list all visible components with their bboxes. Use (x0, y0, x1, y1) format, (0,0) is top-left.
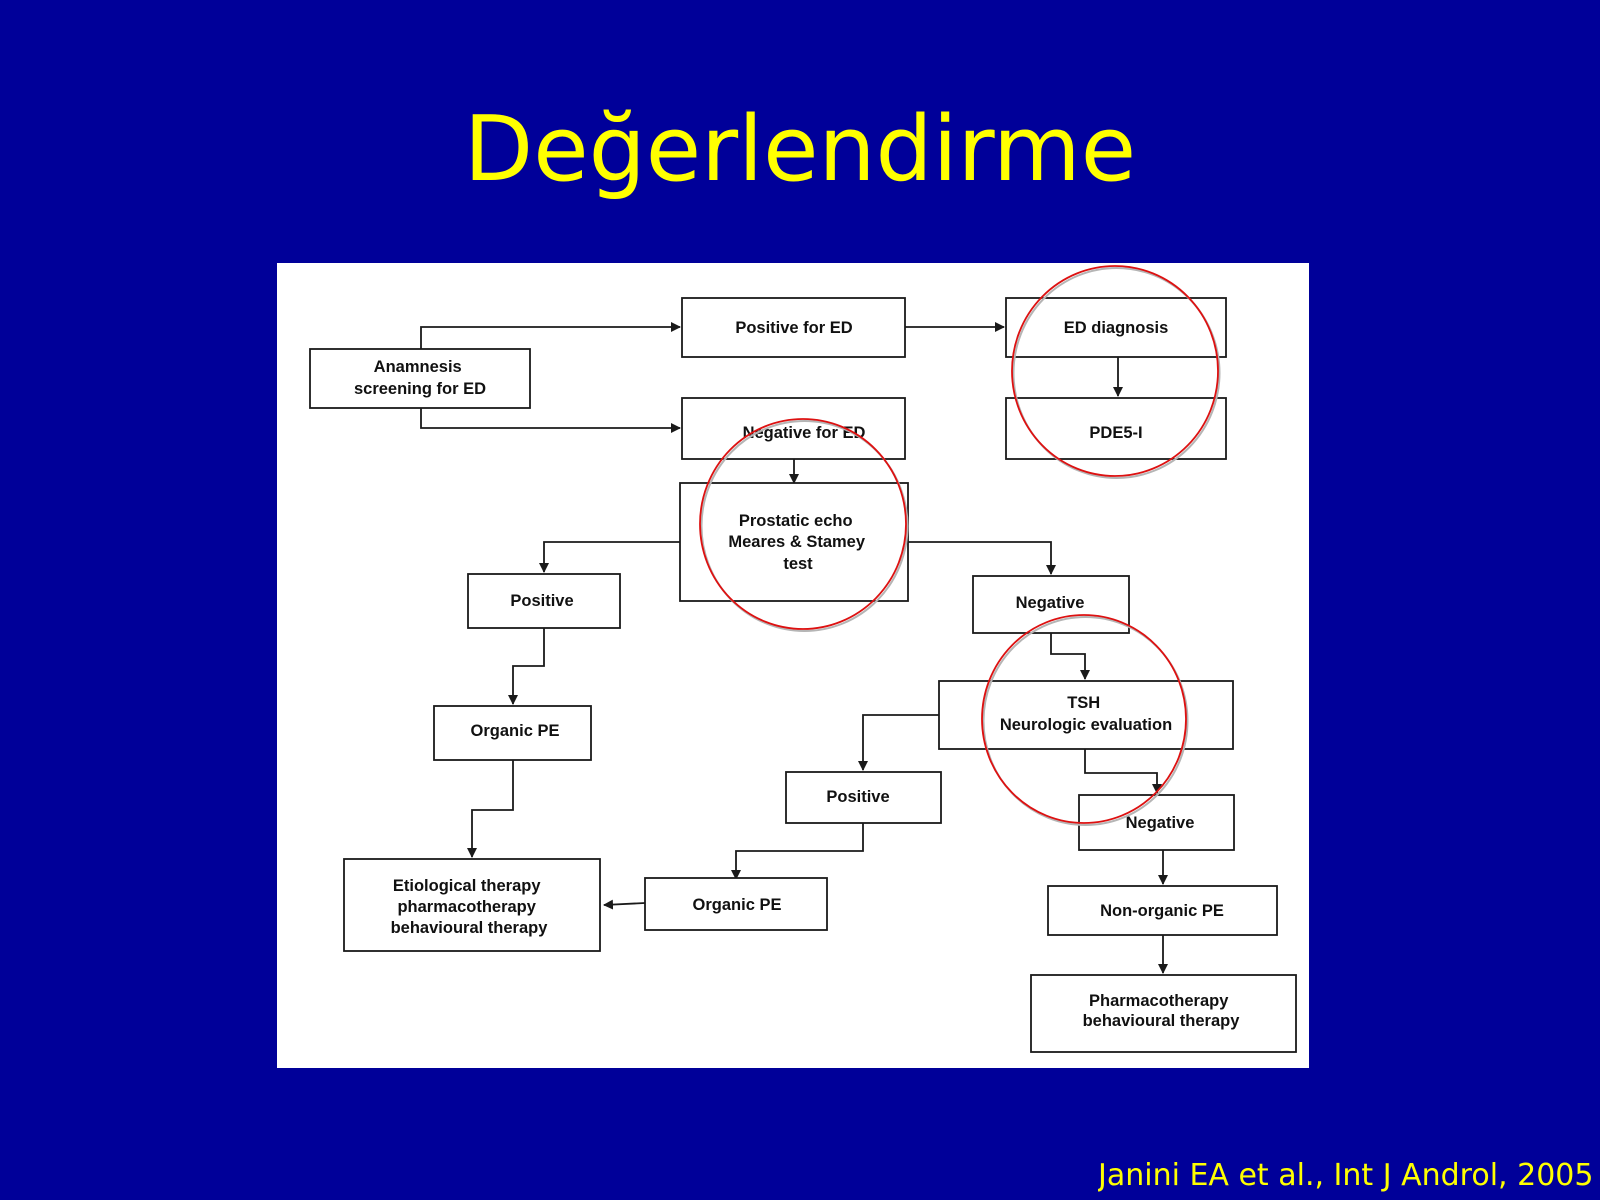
box-anamnesis (309, 348, 531, 409)
arrow-positive-to-organic-pe-mid (731, 823, 864, 880)
box-positive-left (467, 573, 621, 629)
highlight-circle-tsh (981, 614, 1189, 826)
label-tsh-neurologic: TSH Neurologic evaluation (1000, 694, 1172, 734)
box-organic-pe-left (433, 705, 592, 761)
boxes (309, 297, 1297, 1053)
arrow-positive-to-organic-pe (508, 628, 545, 705)
connectors (420, 322, 1168, 974)
highlight-circle-ed-diagnosis (1011, 265, 1221, 479)
box-pde5 (1005, 397, 1227, 460)
box-etiological-therapy (343, 858, 601, 952)
arrow-prostatic-to-negative (908, 541, 1056, 575)
arrow-tsh-to-negative (1084, 749, 1162, 794)
box-positive-for-ed (681, 297, 906, 358)
arrow-prostatic-to-positive (539, 541, 680, 573)
label-negative-for-ed: Negative for ED (743, 424, 866, 442)
label-ed-diagnosis: ED diagnosis (1064, 319, 1169, 337)
label-negative-right: Negative (1016, 594, 1085, 612)
flowchart-svg: Anamnesis screening for ED Positive for … (309, 265, 1297, 1053)
box-pharmacotherapy (1030, 974, 1297, 1053)
box-positive-mid (785, 771, 942, 824)
highlight-circles (699, 265, 1221, 826)
arrow-anamnesis-to-positive (420, 322, 681, 349)
label-organic-pe-mid: Organic PE (693, 896, 782, 914)
arrow-organic-pe-to-etiological (467, 760, 514, 858)
label-positive-mid: Positive (826, 788, 889, 806)
slide-title: Değerlendirme (463, 97, 1137, 202)
box-ed-diagnosis (1005, 297, 1227, 358)
label-positive-left: Positive (510, 592, 573, 610)
flowchart-figure: Anamnesis screening for ED Positive for … (277, 263, 1309, 1068)
arrow-negative-to-tsh (1050, 633, 1090, 680)
highlight-circle-prostatic-echo (699, 418, 909, 632)
box-organic-pe-mid (644, 877, 828, 931)
label-pharmacotherapy: Pharmacotherapy behavioural therapy (1083, 992, 1241, 1030)
arrow-anamnesis-to-negative (420, 408, 681, 433)
box-non-organic-pe (1047, 885, 1278, 936)
arrow-organic-pe-to-etiological-mid (603, 899, 646, 910)
label-anamnesis: Anamnesis screening for ED (354, 358, 486, 398)
label-positive-for-ed: Positive for ED (735, 319, 852, 337)
label-organic-pe-left: Organic PE (471, 722, 560, 740)
box-negative-for-ed (681, 397, 906, 460)
label-etiological-therapy: Etiological therapy pharmacotherapy beha… (391, 877, 549, 937)
label-pde5: PDE5-I (1089, 424, 1142, 442)
label-prostatic-echo: Prostatic echo Meares & Stamey test (728, 512, 869, 573)
box-labels: Anamnesis screening for ED Positive for … (354, 319, 1240, 1030)
label-negative-lower: Negative (1126, 814, 1195, 832)
citation: Janini EA et al., Int J Androl, 2005 (1098, 1158, 1594, 1193)
label-non-organic-pe: Non-organic PE (1100, 902, 1224, 920)
arrow-tsh-to-positive (858, 714, 939, 771)
